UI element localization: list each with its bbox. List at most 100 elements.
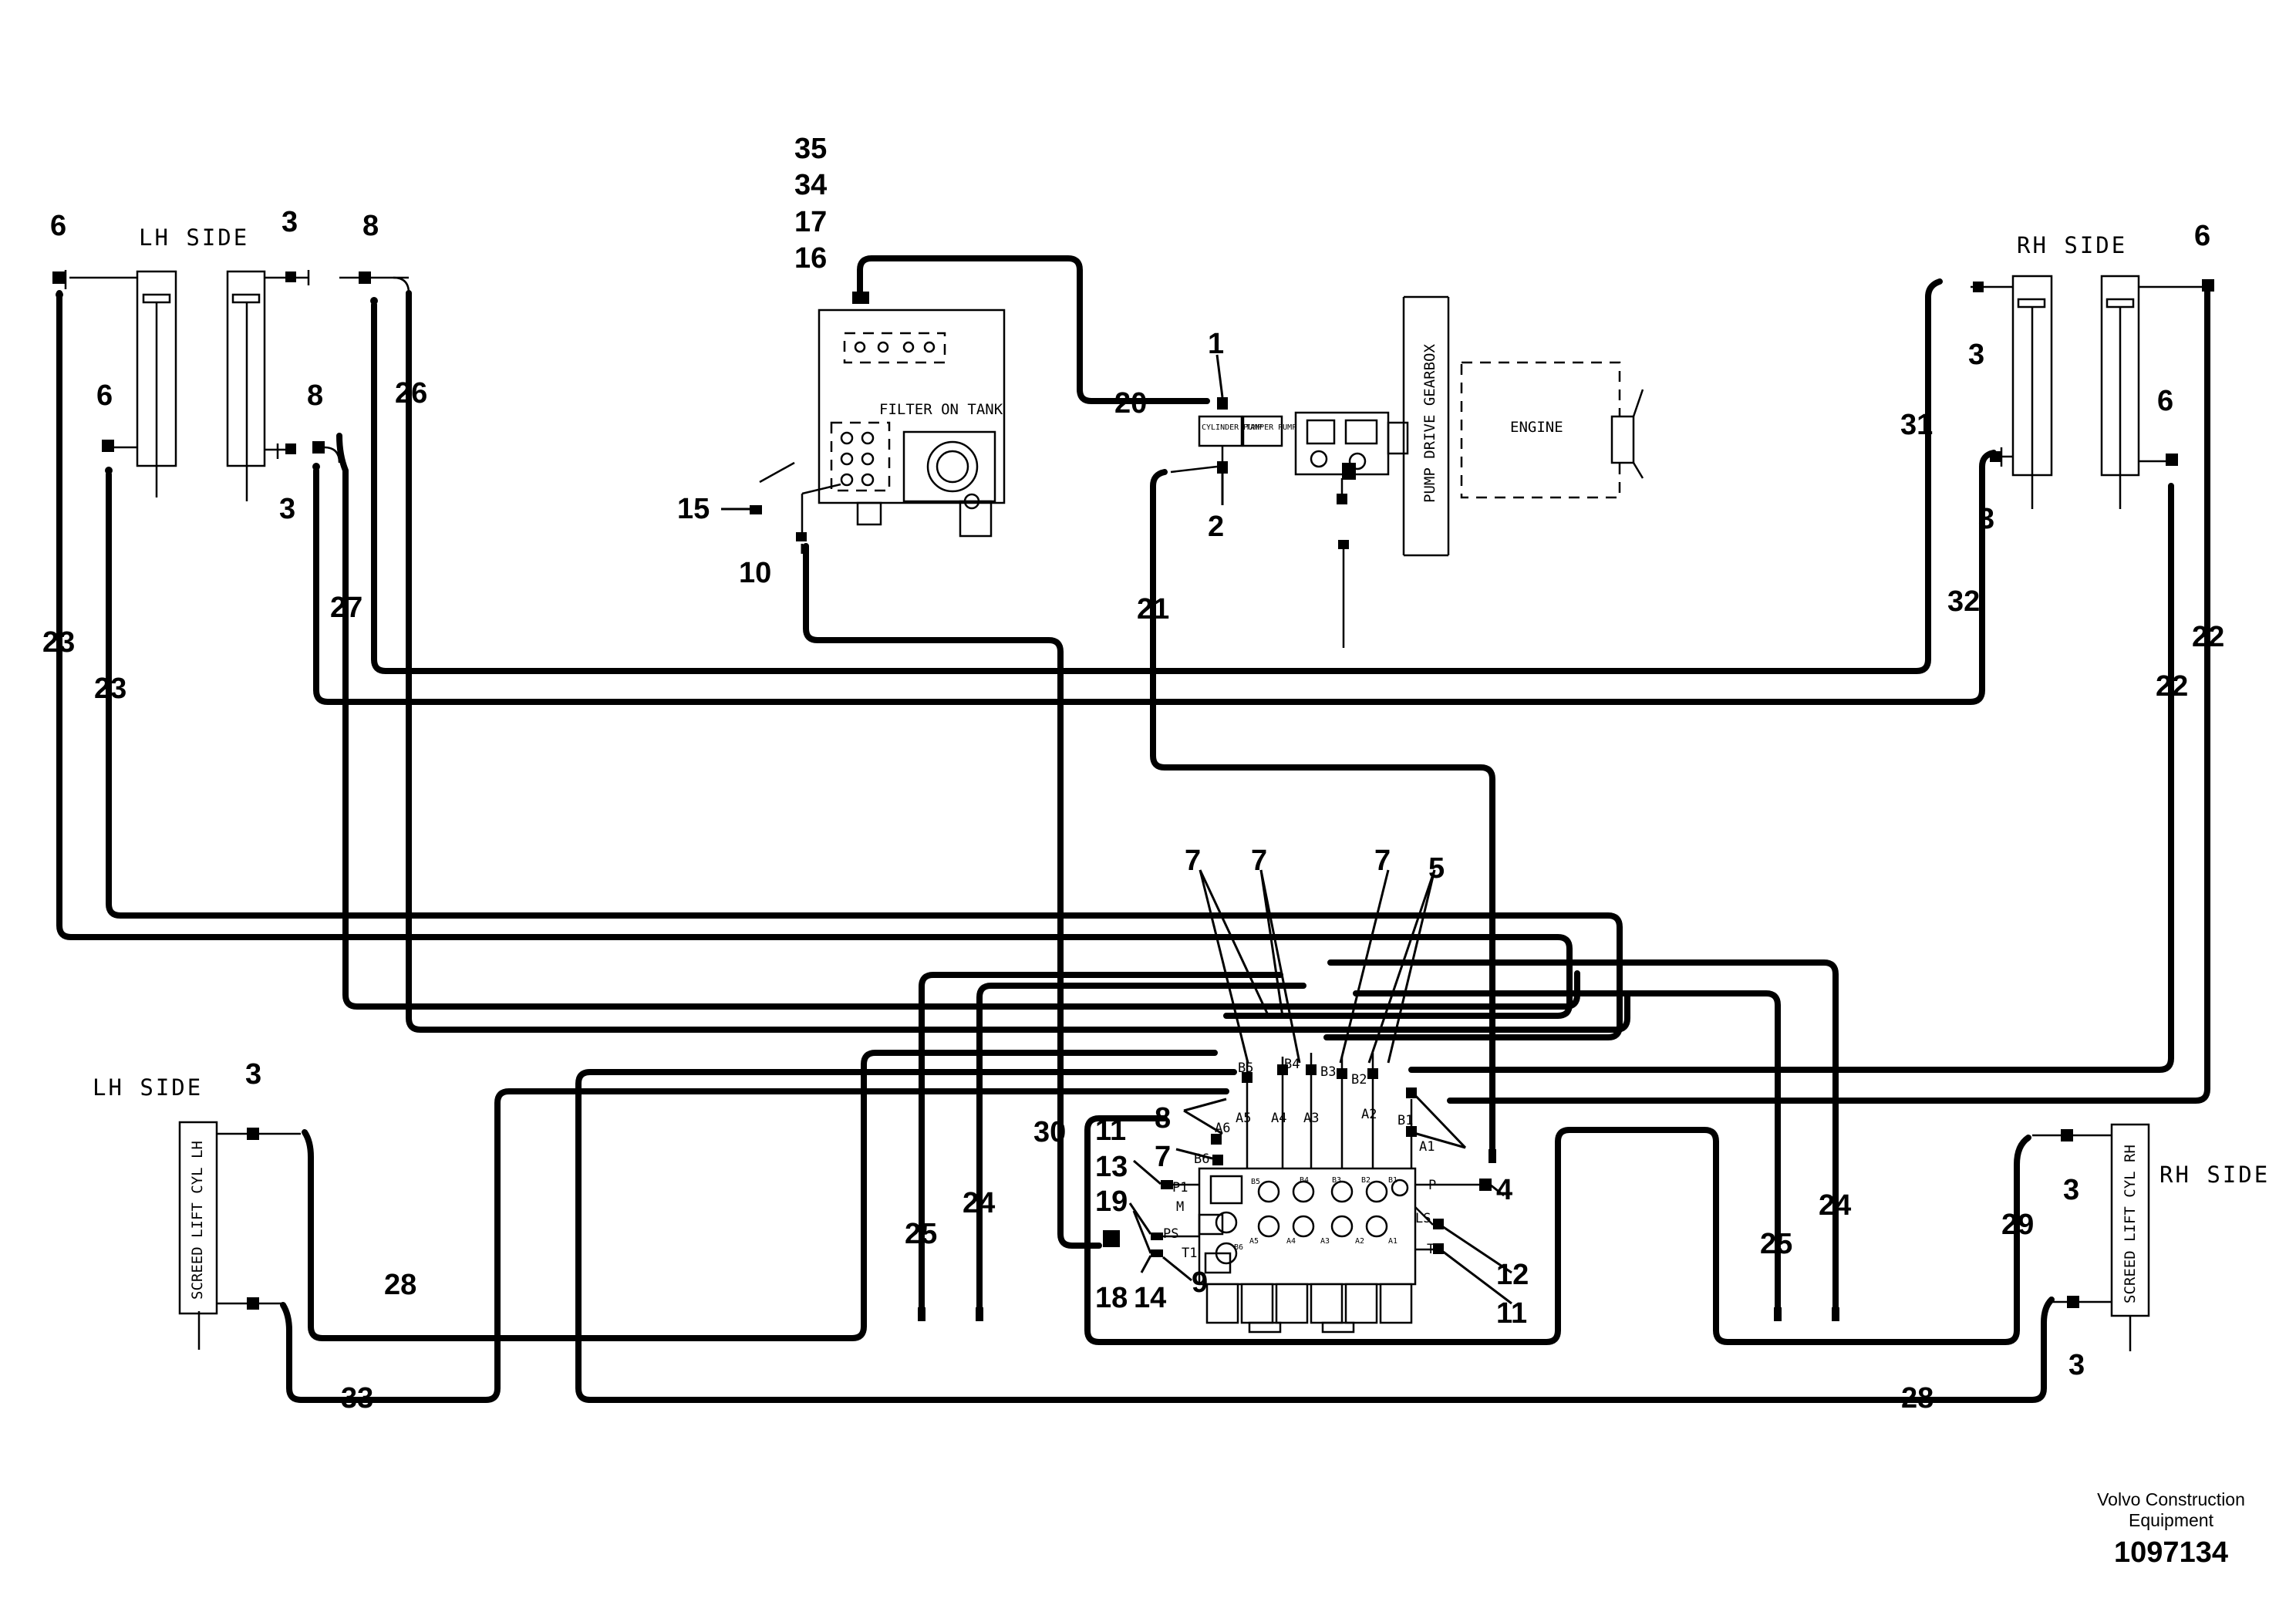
callout-8-valve: 8 — [1155, 1102, 1171, 1135]
callout-7-a: 7 — [1185, 845, 1201, 877]
callout-21: 21 — [1137, 593, 1169, 626]
valve-label-b6: B6 — [1234, 1243, 1243, 1252]
leader-lines — [801, 354, 1512, 1305]
footer: Volvo Construction Equipment 1097134 — [2097, 1489, 2245, 1569]
callout-14: 14 — [1134, 1282, 1166, 1314]
callout-23-inner: 23 — [94, 673, 126, 705]
label-lh-side-top: LH SIDE — [139, 224, 249, 251]
valve-label-b5: B5 — [1251, 1178, 1260, 1186]
valve-label-a2: A2 — [1355, 1237, 1364, 1246]
valve-label-a1: A1 — [1388, 1237, 1397, 1246]
port-label-m: M — [1176, 1199, 1184, 1215]
callout-7-valve: 7 — [1155, 1141, 1171, 1173]
callout-23-outer: 23 — [42, 626, 75, 659]
callout-24-right: 24 — [1819, 1189, 1851, 1222]
hose-ends — [918, 1149, 1839, 1321]
port-label-p: P — [1428, 1178, 1436, 1193]
port-label-a5: A5 — [1236, 1111, 1251, 1126]
hose-27 — [336, 433, 1580, 1010]
footer-company-line2: Equipment — [2129, 1510, 2214, 1530]
fitting-3b — [285, 443, 296, 454]
hose-30 — [803, 543, 1102, 1249]
valve-label-a4: A4 — [1286, 1237, 1296, 1246]
callout-29: 29 — [2001, 1209, 2034, 1241]
callout-16: 16 — [794, 242, 827, 275]
port-label-p1: P1 — [1172, 1180, 1188, 1195]
callout-25-left: 25 — [905, 1218, 937, 1250]
hose-22-outer — [1447, 288, 2210, 1104]
tee-fitting-6-rh — [2202, 279, 2214, 292]
callout-25-right: 25 — [1760, 1228, 1792, 1260]
callout-18: 18 — [1095, 1282, 1128, 1314]
tee-fitting-6b — [102, 440, 114, 452]
label-screed-lift-cyl-lh: SCREED LIFT CYL LH — [189, 1141, 206, 1300]
hose-20 — [857, 255, 1210, 404]
label-pump-drive-gearbox: PUMP DRIVE GEARBOX — [1421, 344, 1438, 503]
callout-1: 1 — [1208, 328, 1224, 360]
hose-25-right — [1353, 990, 1781, 1310]
hose-28-left — [302, 1050, 1218, 1341]
callout-34: 34 — [794, 169, 827, 201]
callout-20: 20 — [1114, 387, 1147, 420]
port-label-b5: B5 — [1238, 1061, 1253, 1076]
hose-23-outer — [56, 290, 1573, 1019]
screed-lift-cylinders — [178, 1121, 2150, 1351]
callout-17: 17 — [794, 206, 827, 238]
port-label-a1: A1 — [1419, 1139, 1435, 1155]
port-label-ls: LS — [1415, 1211, 1431, 1226]
cylinder-pump — [1198, 415, 1243, 447]
tee-fitting-6 — [52, 271, 65, 284]
hose-24-right — [1327, 959, 1839, 1310]
callout-3-top-left: 3 — [282, 206, 298, 238]
port-label-a2: A2 — [1361, 1107, 1377, 1122]
callout-32: 32 — [1947, 585, 1980, 618]
port-label-b3: B3 — [1320, 1064, 1336, 1080]
callout-11-right: 11 — [1496, 1297, 1527, 1330]
port-label-a6: A6 — [1215, 1121, 1230, 1136]
screed-lift-cyl-lh — [178, 1121, 218, 1315]
pump-group — [1170, 295, 1644, 648]
callout-24-left: 24 — [963, 1187, 995, 1219]
hose-32 — [313, 450, 1997, 705]
fitting-1 — [1217, 397, 1228, 410]
valve-label-b3: B3 — [1332, 1176, 1341, 1185]
callout-3-rh-screed-bottom: 3 — [2068, 1349, 2085, 1381]
hose-29 — [1084, 1115, 2031, 1345]
hose-28-right — [575, 1069, 2055, 1403]
callout-2: 2 — [1208, 511, 1224, 543]
port-label-b4: B4 — [1284, 1057, 1300, 1072]
callout-8-mid-left: 8 — [307, 379, 323, 412]
tank-body — [818, 309, 1006, 504]
fitting-15 — [750, 505, 762, 514]
hose-25-left — [919, 972, 1283, 1310]
hose-21 — [1150, 469, 1495, 1152]
hose-31 — [371, 278, 1943, 674]
control-valve: B5 B4 B3 B2 A5 A4 A3 A2 B1 A1 B6 A6 P1 M… — [1103, 1053, 1492, 1334]
port-label-ps: PS — [1163, 1226, 1178, 1242]
hose-24-left — [976, 983, 1306, 1310]
callout-5-top: 5 — [1428, 852, 1445, 885]
tamper-pump — [1242, 415, 1283, 447]
valve-label-a5: A5 — [1249, 1237, 1259, 1246]
fitting-3-rh — [1973, 282, 1984, 292]
callout-13: 13 — [1095, 1151, 1128, 1183]
callout-12: 12 — [1496, 1259, 1529, 1291]
callout-3-lh-screed-top: 3 — [245, 1058, 261, 1091]
callout-33: 33 — [341, 1382, 373, 1415]
callout-3-top-right: 3 — [1968, 339, 1984, 371]
label-engine: ENGINE — [1510, 419, 1563, 436]
fitting-3 — [285, 271, 296, 282]
valve-label-b1: B1 — [1388, 1176, 1397, 1185]
port-label-a4: A4 — [1271, 1111, 1286, 1126]
hose-22-inner — [1408, 483, 2174, 1073]
label-tamper-pump: TAMPER PUMP — [1246, 423, 1296, 432]
callout-22-inner: 22 — [2156, 670, 2188, 703]
port-label-t: T — [1427, 1242, 1435, 1257]
label-rh-side-top: RH SIDE — [2017, 232, 2127, 258]
callout-7-b: 7 — [1251, 845, 1267, 877]
label-lh-side-bottom: LH SIDE — [93, 1074, 203, 1101]
callout-6-mid-right: 6 — [2157, 385, 2173, 417]
rh-top-cylinders — [1971, 275, 2214, 509]
callout-8-top-left: 8 — [362, 210, 379, 242]
